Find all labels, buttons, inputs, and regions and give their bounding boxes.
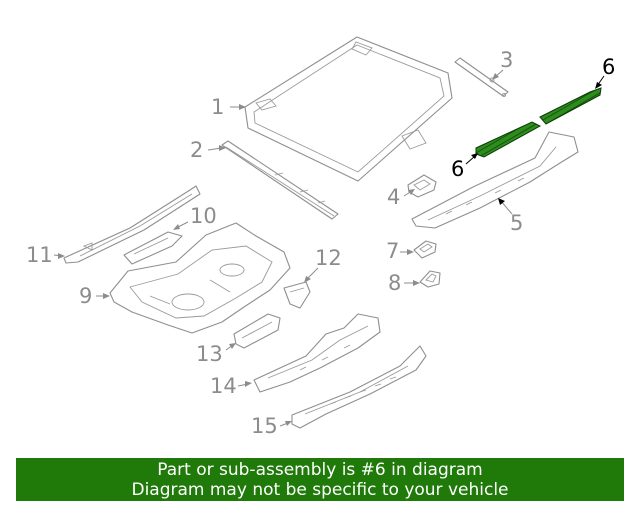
- callout-5: 5: [510, 211, 523, 235]
- callout-2: 2: [190, 138, 203, 162]
- part-9-floor-pan: [109, 222, 291, 334]
- part-6-sill-plate-upper: [539, 87, 602, 125]
- part-3-strut: [454, 57, 509, 98]
- callout-6-upper: 6: [602, 55, 615, 79]
- part-15-lower-panel: [291, 345, 427, 429]
- banner-line-2: Diagram may not be specific to your vehi…: [131, 480, 509, 500]
- callout-7: 7: [386, 239, 399, 263]
- callout-15: 15: [251, 414, 278, 438]
- part-7-clip: [413, 240, 437, 259]
- part-6-sill-plate-lower: [475, 121, 542, 158]
- part-2-rail: [221, 140, 339, 220]
- leader-lines: [53, 69, 605, 427]
- callout-8: 8: [388, 271, 401, 295]
- part-4-bracket: [407, 174, 437, 198]
- callout-12: 12: [315, 246, 342, 270]
- part-1-cargo-floor-panel: [244, 36, 453, 182]
- callout-11: 11: [26, 243, 53, 267]
- parts-diagram: 1 2 3 4 5 6 6 7 8 9 10 11 12 13 14 15: [26, 36, 615, 438]
- callout-10: 10: [190, 204, 217, 228]
- part-11-side-member: [63, 185, 201, 264]
- callout-13: 13: [196, 342, 223, 366]
- info-banner: Part or sub-assembly is #6 in diagram Di…: [16, 458, 624, 501]
- part-5-rear-trim: [411, 131, 579, 229]
- callout-3: 3: [500, 48, 513, 72]
- callout-4: 4: [387, 185, 400, 209]
- part-14-rear-panel: [253, 313, 381, 393]
- callout-9: 9: [79, 284, 92, 308]
- callout-1: 1: [211, 95, 224, 119]
- part-12-bracket: [283, 281, 311, 309]
- callout-6-lower: 6: [451, 157, 464, 181]
- callout-14: 14: [210, 374, 237, 398]
- part-13-reinforcement: [233, 313, 281, 349]
- part-10-panel: [123, 231, 183, 265]
- part-8-clip: [419, 270, 441, 288]
- banner-line-1: Part or sub-assembly is #6 in diagram: [157, 460, 483, 480]
